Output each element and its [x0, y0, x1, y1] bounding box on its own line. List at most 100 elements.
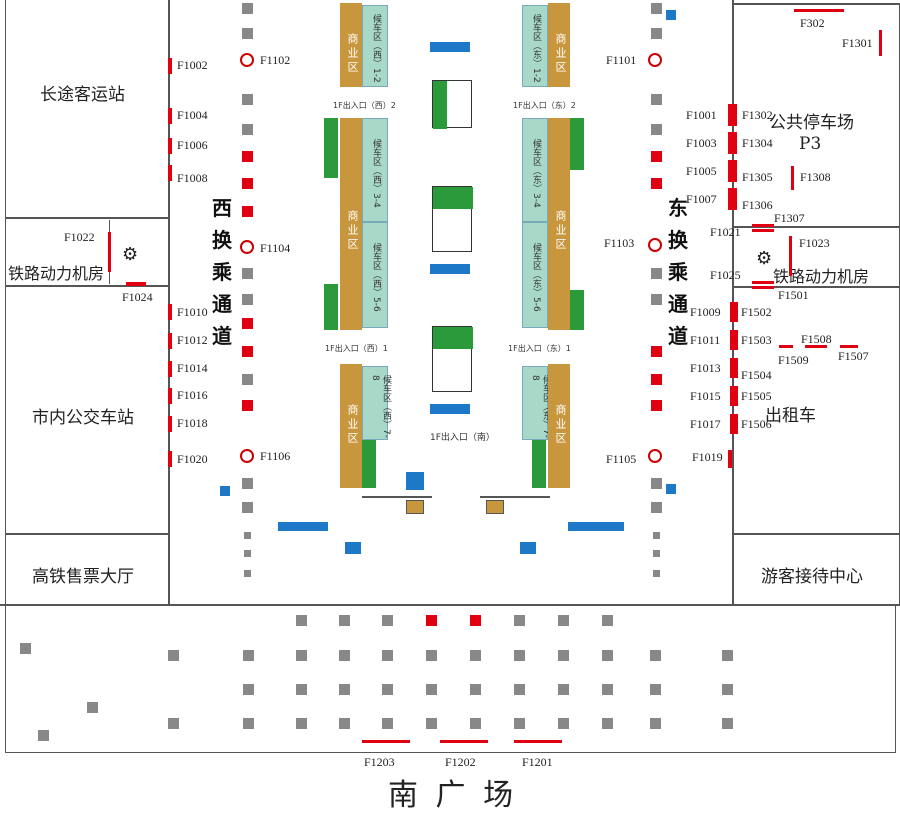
marker-square: [558, 684, 569, 695]
marker-square: [650, 684, 661, 695]
marker-square: [651, 151, 662, 162]
entrance-label: 1F出入口（东）2: [513, 101, 576, 110]
code-F1023: F1023: [799, 236, 830, 250]
exit-circle-icon[interactable]: [648, 238, 662, 252]
code-F1101: F1101: [606, 53, 637, 67]
marker-square: [651, 124, 662, 135]
exit-circle-icon[interactable]: [648, 53, 662, 67]
waiting-area-east-3[interactable]: 候车区（东）5-6: [522, 222, 548, 328]
escalator[interactable]: [432, 326, 473, 392]
marker-square: [470, 684, 481, 695]
waiting-area-west-4[interactable]: 候车区（西）7-8: [362, 366, 391, 440]
marker-bar: [805, 345, 827, 348]
ticket-gate[interactable]: [324, 118, 338, 178]
code-F1025: F1025: [710, 268, 741, 282]
code-F1507: F1507: [838, 349, 869, 363]
marker-square: [651, 478, 662, 489]
code-F1009: F1009: [690, 305, 721, 319]
marker-square: [339, 615, 350, 626]
code-F1304: F1304: [742, 136, 773, 150]
code-F1306: F1306: [742, 198, 773, 212]
zone-hsr-ticket[interactable]: 高铁售票大厅: [5, 534, 169, 605]
code-F1503: F1503: [741, 333, 772, 347]
commerce-area[interactable]: 商业区: [548, 3, 570, 87]
marker-bar: [752, 224, 774, 227]
marker-square: [243, 650, 254, 661]
zone-rail-power-east-label: 铁路动力机房: [773, 267, 870, 286]
marker-square: [651, 294, 662, 305]
exit-circle-icon[interactable]: [240, 449, 254, 463]
marker-square: [653, 570, 660, 577]
waiting-area-west-1[interactable]: 候车区（西）1-2: [362, 5, 388, 87]
escalator[interactable]: [432, 80, 472, 129]
zone-south-square[interactable]: [5, 605, 896, 753]
marker-square: [651, 374, 662, 385]
escalator[interactable]: [432, 186, 473, 252]
marker-bar: [126, 282, 146, 286]
waiting-area-east-1[interactable]: 候车区（东）1-2: [522, 5, 548, 87]
marker-bar: [168, 388, 172, 404]
ticket-gate[interactable]: [324, 284, 338, 330]
waiting-area-west-2[interactable]: 候车区（西）3-4: [362, 118, 388, 222]
commerce-area[interactable]: 商业区: [340, 364, 362, 488]
ticket-gate[interactable]: [570, 118, 584, 170]
entrance-label: 1F出入口（南）: [430, 433, 495, 443]
ticket-gate[interactable]: [532, 440, 546, 488]
code-F1013: F1013: [690, 361, 721, 375]
marker-bar: [168, 416, 172, 432]
waiting-area-east-2[interactable]: 候车区（东）3-4: [522, 118, 548, 222]
exit-circle-icon[interactable]: [648, 449, 662, 463]
marker-square: [602, 684, 613, 695]
zone-city-bus[interactable]: 市内公交车站: [5, 286, 169, 534]
zone-visitor[interactable]: 游客接待中心: [732, 534, 900, 605]
ticket-gate[interactable]: [362, 440, 376, 488]
marker-square: [242, 294, 253, 305]
commerce-area[interactable]: 商业区: [340, 118, 362, 330]
marker-bar: [168, 304, 172, 320]
marker-bar: [728, 132, 737, 154]
frame-bottom: [0, 604, 900, 606]
zone-parking-p: P3: [799, 134, 822, 154]
commerce-area[interactable]: 商业区: [340, 3, 362, 87]
marker-square: [242, 502, 253, 513]
marker-square: [722, 684, 733, 695]
escalator-ramp: [433, 187, 473, 209]
code-F1015: F1015: [690, 389, 721, 403]
code-F1104: F1104: [260, 241, 291, 255]
marker-bar: [791, 166, 794, 190]
ticket-gate[interactable]: [570, 290, 584, 330]
code-F1003: F1003: [686, 136, 717, 150]
zone-rail-power-west[interactable]: 铁路动力机房: [5, 218, 169, 286]
gate-line: [362, 496, 432, 498]
exit-circle-icon[interactable]: [240, 240, 254, 254]
code-F1020: F1020: [177, 452, 208, 466]
zone-taxi[interactable]: 出租车: [732, 287, 900, 534]
marker-bar: [794, 9, 844, 12]
commerce-area[interactable]: 商业区: [548, 118, 570, 330]
commerce-area[interactable]: 商业区: [548, 364, 570, 488]
info-icon: [220, 486, 230, 496]
marker-bar: [730, 302, 738, 322]
waiting-area-east-4[interactable]: 候车区（东）7-8: [522, 366, 551, 440]
marker-square: [382, 684, 393, 695]
marker-square: [470, 650, 481, 661]
marker-square: [602, 718, 613, 729]
code-F1022: F1022: [64, 230, 95, 244]
zone-long-distance[interactable]: 长途客运站: [5, 0, 169, 218]
entrance-label: 1F出入口（西）2: [333, 101, 396, 110]
marker-bar: [440, 740, 488, 743]
marker-square: [514, 684, 525, 695]
exit-circle-icon[interactable]: [240, 53, 254, 67]
code-F1102: F1102: [260, 53, 291, 67]
zone-long-distance-label: 长途客运站: [40, 85, 125, 105]
code-F1002: F1002: [177, 58, 208, 72]
code-F1308: F1308: [800, 170, 831, 184]
marker-bar: [728, 450, 732, 468]
waiting-area-west-3[interactable]: 候车区（西）5-6: [362, 222, 388, 328]
marker-square: [244, 532, 251, 539]
waiting-label: 候车区（东）3-4: [531, 139, 541, 208]
code-F1508: F1508: [801, 332, 832, 346]
marker-square: [514, 650, 525, 661]
rail-power-west-box: [109, 220, 169, 284]
machine-icon: ⚙: [756, 248, 773, 269]
